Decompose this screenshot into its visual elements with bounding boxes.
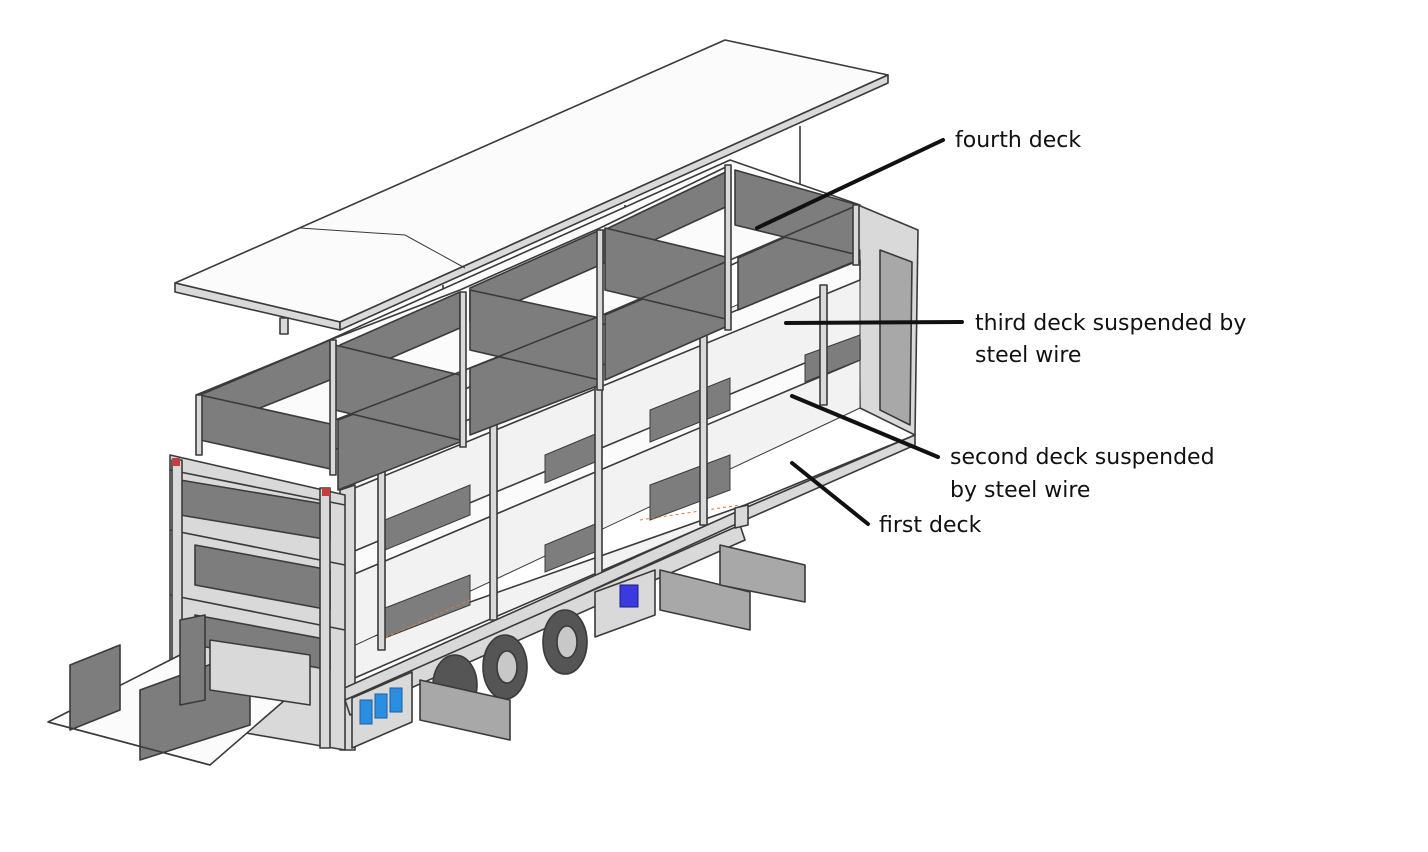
- leader-second-deck: [790, 394, 940, 459]
- leader-first-deck: [790, 461, 870, 526]
- label-second-deck-line2: by steel wire: [950, 478, 1091, 503]
- label-second-deck-line1: second deck suspended: [950, 445, 1215, 470]
- fourth-deck-pens: [195, 159, 861, 491]
- label-third-deck-line2: steel wire: [975, 343, 1082, 368]
- leader-lines: [755, 138, 964, 526]
- leader-third-deck: [784, 320, 964, 325]
- label-first-deck: first deck: [879, 513, 982, 538]
- label-fourth-deck: fourth deck: [955, 128, 1082, 153]
- loading-ramp: [47, 614, 311, 766]
- leader-fourth-deck: [755, 138, 945, 230]
- label-third-deck-line1: third deck suspended by: [975, 311, 1247, 336]
- roof-panel: [174, 39, 889, 370]
- chassis-and-wheels: [344, 504, 806, 749]
